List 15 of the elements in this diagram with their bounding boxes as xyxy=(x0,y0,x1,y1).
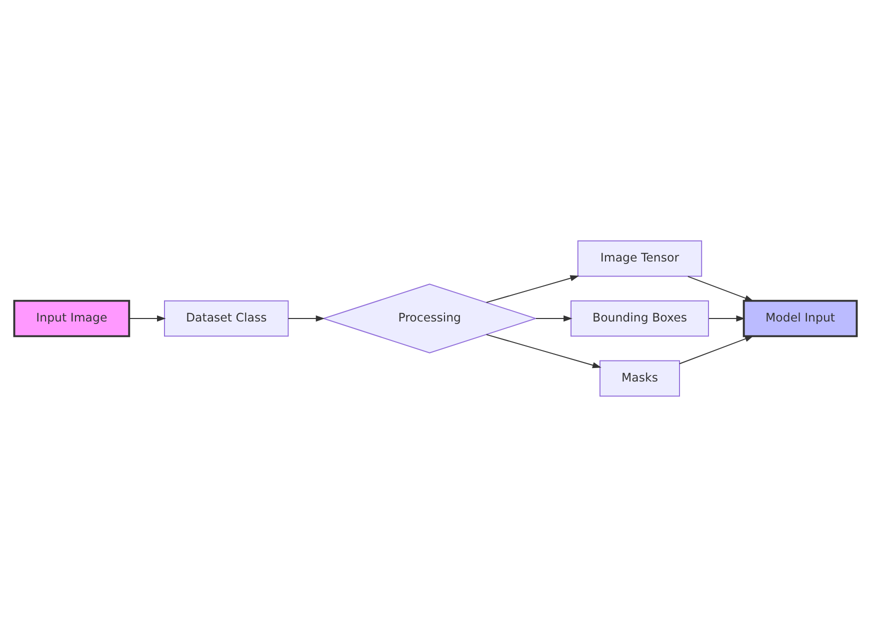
node-box: Masks xyxy=(599,360,680,396)
node-box: Dataset Class xyxy=(164,300,289,336)
node-box: Input Image xyxy=(13,299,130,337)
arrow xyxy=(687,275,754,301)
node-diamond: Processing xyxy=(322,283,538,353)
arrow xyxy=(486,274,580,302)
node-box: Model Input xyxy=(742,299,858,337)
arrow xyxy=(679,335,754,364)
arrow xyxy=(535,314,572,322)
arrow xyxy=(288,314,325,322)
node-box: Bounding Boxes xyxy=(570,300,709,336)
arrow xyxy=(129,314,166,322)
arrow xyxy=(708,314,746,322)
node-box: Image Tensor xyxy=(577,240,702,276)
arrow xyxy=(486,334,602,368)
